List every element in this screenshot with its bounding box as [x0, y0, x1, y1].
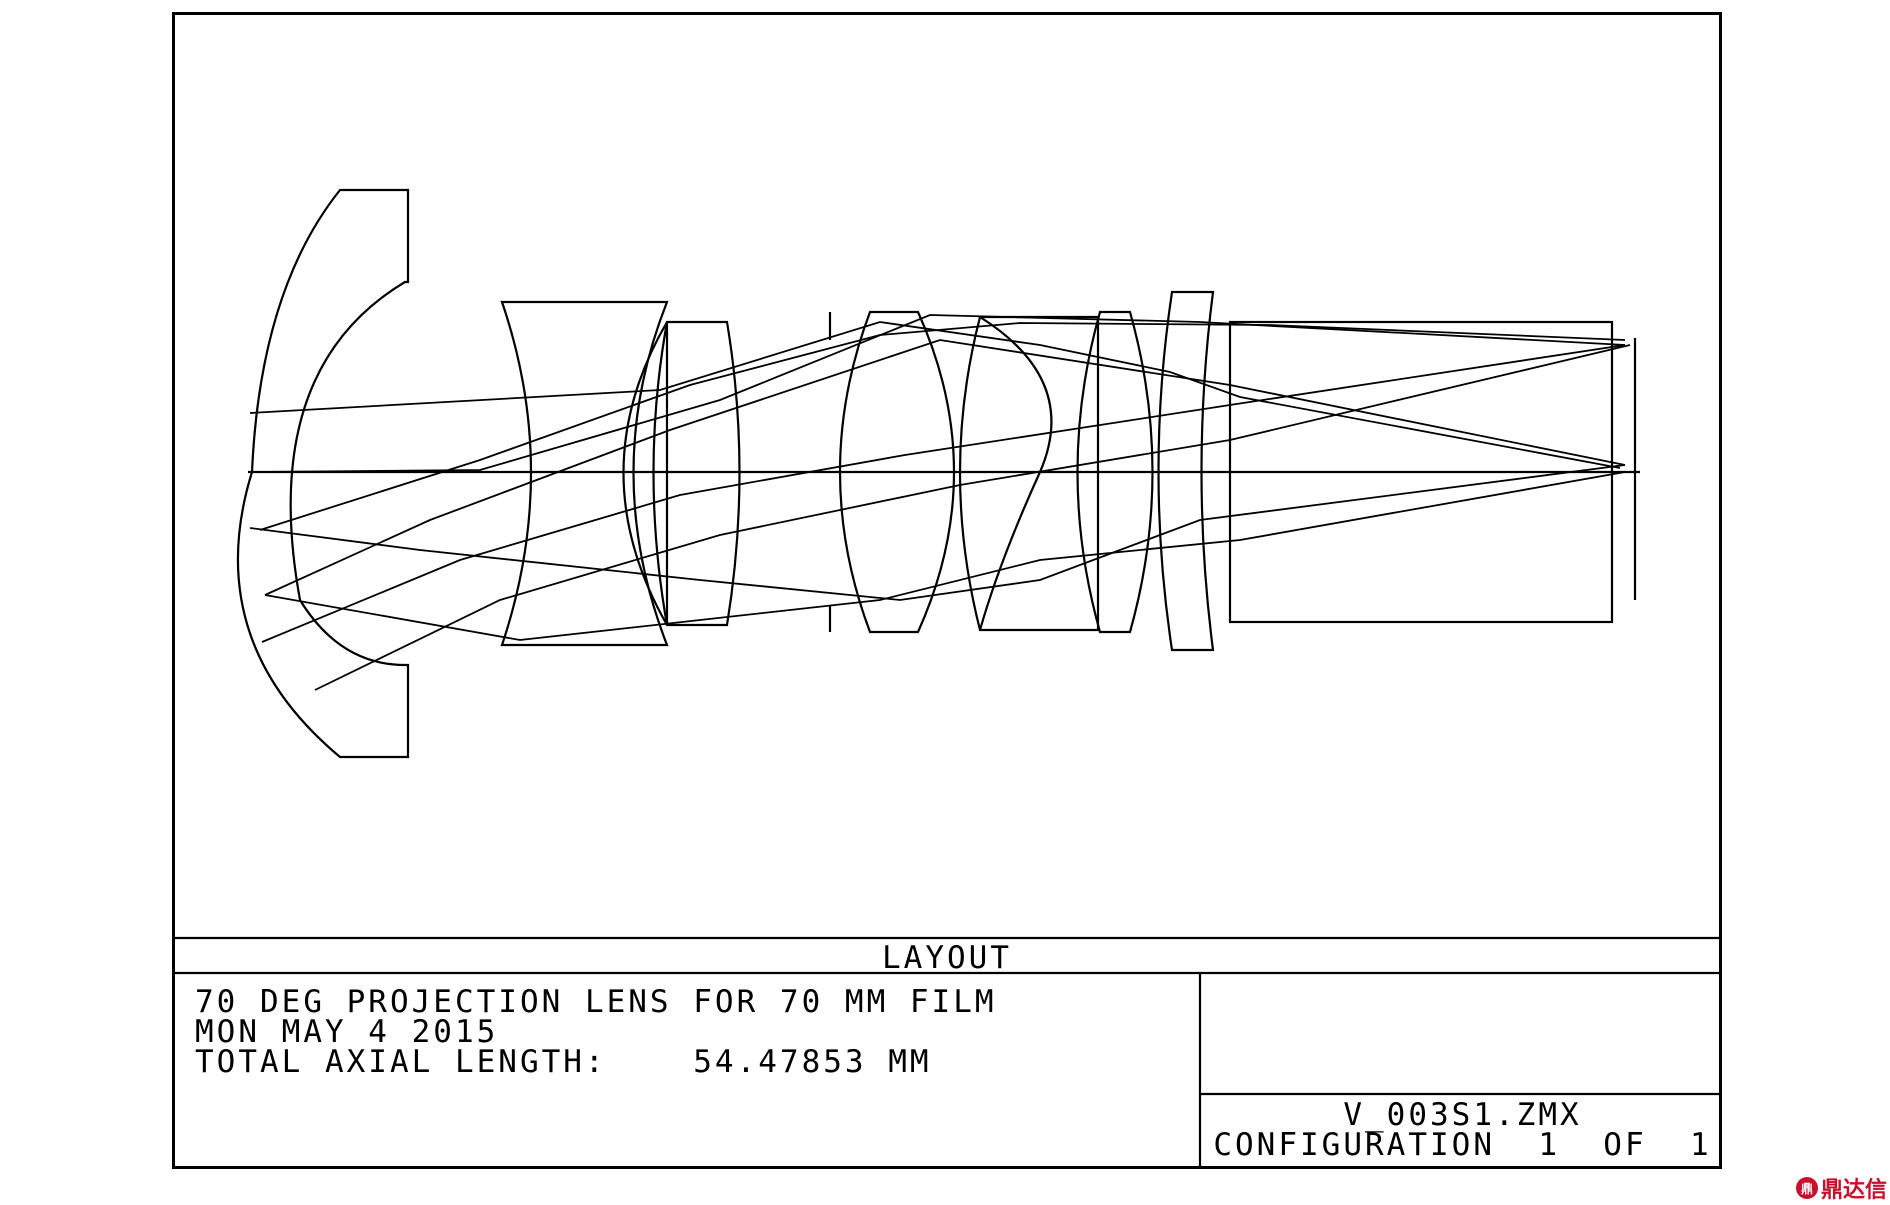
lens-element-6 [1076, 310, 1154, 634]
watermark: 鼎 鼎达信 [1796, 1172, 1887, 1204]
prism-block [1228, 320, 1614, 624]
configuration-label: CONFIGURATION 1 OF 1 [1213, 1127, 1712, 1163]
watermark-logo-icon: 鼎 [1796, 1177, 1818, 1199]
layout-title-text: LAYOUT [882, 940, 1012, 976]
description-line-length: TOTAL AXIAL LENGTH: 54.47853 MM [195, 1044, 932, 1080]
lens-element-1 [236, 188, 410, 759]
lens-element-4 [838, 310, 956, 634]
ray-bundle [249, 314, 1631, 691]
lens-element-3-inner [652, 321, 669, 626]
lens-element-2 [500, 300, 669, 647]
layout-title: LAYOUT [175, 940, 1719, 976]
lens-element-7 [1157, 290, 1215, 652]
plot-frame [172, 12, 1722, 1169]
description-block: 70 DEG PROJECTION LENS FOR 70 MM FILM MO… [195, 984, 997, 1080]
description-line-title: 70 DEG PROJECTION LENS FOR 70 MM FILM [195, 984, 997, 1020]
description-line-date: MON MAY 4 2015 [195, 1014, 499, 1050]
file-name: V_003S1.ZMX [1343, 1097, 1582, 1133]
watermark-text: 鼎达信 [1821, 1178, 1888, 1203]
file-info-block: V_003S1.ZMX CONFIGURATION 1 OF 1 [1203, 1097, 1722, 1163]
